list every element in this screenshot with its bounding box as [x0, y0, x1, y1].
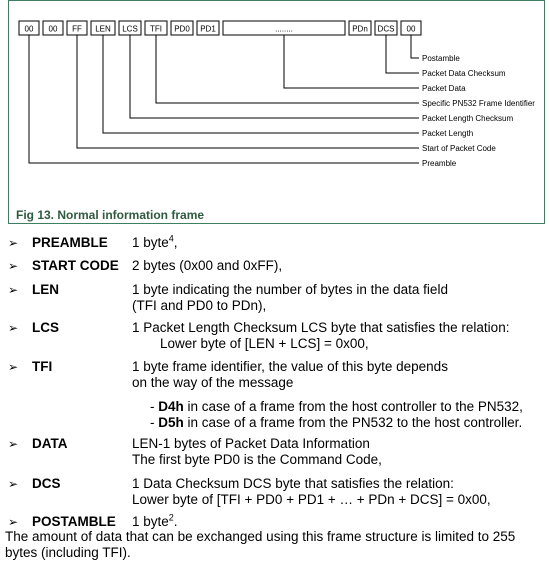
frame-cell-label: 00: [407, 25, 416, 34]
item-desc: 1 byte frame identifier, the value of th…: [132, 359, 523, 430]
frame-cell-label: 00: [49, 25, 58, 34]
frame-diagram: 00 00 FF LEN LCS TFI PD0 PD1........ PDn DCS 00Pos…: [18, 20, 535, 168]
field-label: Start of Packet Code: [422, 144, 496, 153]
item-term: DCS: [32, 476, 61, 491]
field-label: Packet Length: [422, 129, 473, 138]
frame-cell-label: PDn: [352, 25, 368, 34]
frame-cell-label: LEN: [95, 25, 111, 34]
item-term: LEN: [32, 282, 59, 297]
bullet-icon: ➢: [8, 437, 19, 451]
item-term: PREAMBLE: [32, 235, 108, 250]
bullet-icon: ➢: [8, 236, 19, 250]
bullet-icon: ➢: [8, 283, 19, 297]
bullet-icon: ➢: [8, 321, 19, 335]
figure-caption: Fig 13. Normal information frame: [16, 208, 205, 222]
item-desc: 1 byte indicating the number of bytes in…: [132, 282, 448, 313]
field-label: Packet Data: [422, 84, 466, 93]
item-term: POSTAMBLE: [32, 514, 116, 529]
item-term: LCS: [32, 320, 59, 335]
bullet-icon: ➢: [8, 477, 19, 491]
item-desc: 1 byte2.: [132, 512, 178, 529]
frame-cell-label: DCS: [378, 25, 395, 34]
connector-line: [385, 35, 419, 74]
field-label: Postamble: [422, 54, 460, 63]
tfi-subitem-d5: - D5h in case of a frame from the PN532 …: [150, 415, 523, 430]
item-term: TFI: [32, 359, 53, 374]
item-desc: 1 Data Checksum DCS byte that satisfies …: [132, 476, 491, 507]
frame-cell: [170, 20, 194, 36]
frame-cell-label: 00: [25, 25, 34, 34]
connector-line: [283, 35, 419, 89]
item-desc: 1 Packet Length Checksum LCS byte that s…: [132, 320, 510, 351]
item-term: START CODE: [32, 258, 119, 273]
frame-cell-label: PD0: [174, 25, 190, 34]
item-term: DATA: [32, 436, 68, 451]
frame-cell-label: TFI: [150, 25, 162, 34]
bullet-icon: ➢: [8, 360, 19, 374]
tfi-subitem-d4: - D4h in case of a frame from the host c…: [150, 399, 523, 414]
connector-line: [410, 35, 419, 59]
bullet-icon: ➢: [8, 515, 19, 529]
item-desc: LEN-1 bytes of Packet Data Information T…: [132, 436, 382, 467]
footer-note: The amount of data that can be exchanged…: [5, 529, 516, 560]
field-label: Preamble: [422, 159, 457, 168]
field-label: Packet Length Checksum: [422, 114, 513, 123]
field-label: Packet Data Checksum: [422, 69, 506, 78]
connector-line: [76, 35, 419, 149]
frame-cell-label: ........: [275, 25, 293, 34]
item-desc: 2 bytes (0x00 and 0xFF),: [132, 258, 283, 273]
frame-cell: [348, 20, 372, 36]
field-label: Specific PN532 Frame Identifier: [422, 99, 535, 108]
connector-line: [155, 35, 419, 104]
bullet-icon: ➢: [8, 259, 19, 273]
frame-cell-label: LCS: [122, 25, 138, 34]
frame-cell-label: FF: [72, 25, 82, 34]
connector-line: [28, 35, 419, 164]
frame-cell-label: PD1: [200, 25, 216, 34]
frame-cell: [196, 20, 220, 36]
frame-cell: [42, 20, 64, 36]
connector-line: [102, 35, 419, 134]
item-desc: 1 byte4,: [132, 233, 178, 250]
connector-line: [129, 35, 419, 119]
